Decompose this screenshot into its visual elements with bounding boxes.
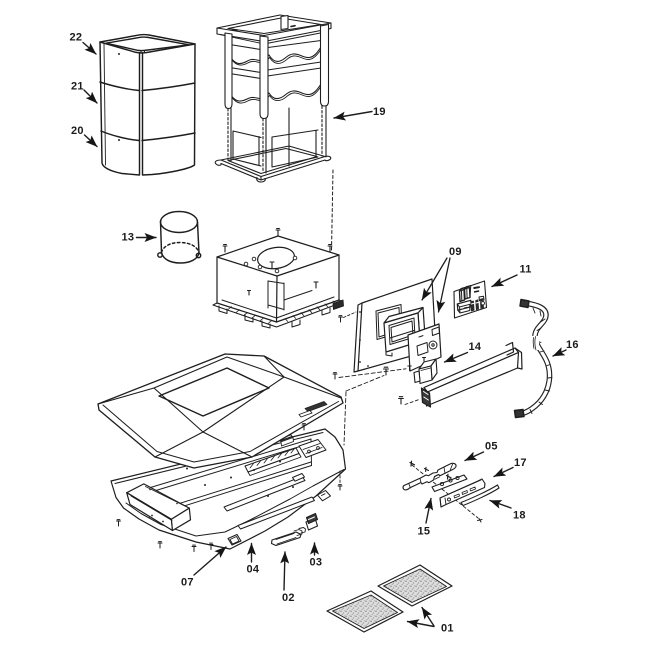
- svg-text:01: 01: [441, 623, 454, 635]
- svg-text:13: 13: [122, 232, 135, 244]
- svg-text:02: 02: [282, 592, 295, 604]
- svg-text:18: 18: [513, 510, 526, 522]
- svg-text:16: 16: [566, 339, 579, 351]
- svg-text:14: 14: [469, 341, 482, 353]
- svg-text:05: 05: [485, 441, 498, 453]
- svg-text:04: 04: [247, 564, 260, 576]
- svg-text:17: 17: [514, 457, 527, 469]
- svg-text:15: 15: [418, 526, 431, 538]
- svg-text:07: 07: [181, 577, 194, 589]
- svg-text:22: 22: [70, 32, 83, 44]
- svg-text:11: 11: [520, 264, 532, 276]
- svg-text:03: 03: [310, 557, 323, 569]
- svg-text:21: 21: [71, 81, 84, 93]
- svg-text:20: 20: [71, 125, 84, 137]
- svg-text:19: 19: [373, 106, 386, 118]
- svg-text:09: 09: [449, 246, 462, 258]
